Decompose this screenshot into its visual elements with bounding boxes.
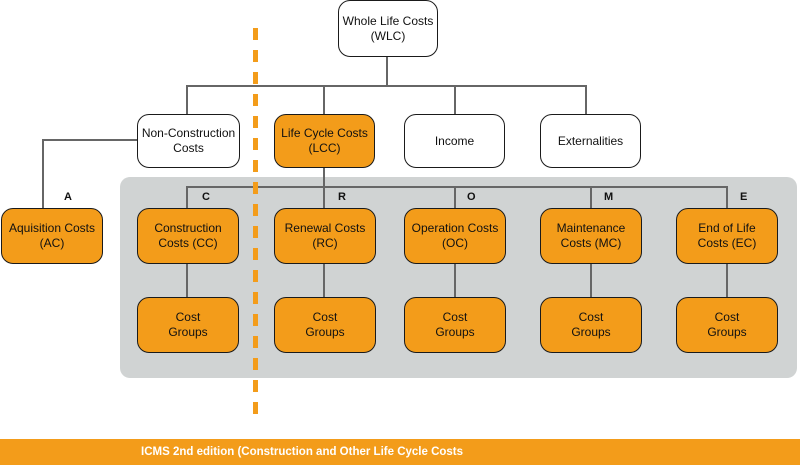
node-cost-groups: Cost Groups — [540, 297, 642, 353]
node-cost-groups: Cost Groups — [676, 297, 778, 353]
node-whole-life-costs: Whole Life Costs (WLC) — [338, 0, 438, 57]
node-end-of-life-costs: End of Life Costs (EC) — [676, 208, 778, 264]
node-construction-costs: Construction Costs (CC) — [137, 208, 239, 264]
connector — [323, 168, 325, 187]
node-income: Income — [404, 114, 505, 168]
connector — [726, 264, 728, 297]
connector — [42, 139, 44, 209]
node-externalities: Externalities — [540, 114, 641, 168]
connector — [590, 186, 592, 208]
label-m: M — [604, 191, 614, 203]
label-o: O — [467, 191, 476, 203]
connector — [186, 186, 727, 188]
label-r: R — [338, 191, 346, 203]
node-operation-costs: Operation Costs (OC) — [404, 208, 506, 264]
footer-caption: ICMS 2nd edition (Construction and Other… — [0, 439, 800, 465]
node-cost-groups: Cost Groups — [137, 297, 239, 353]
connector — [186, 85, 188, 116]
label-c: C — [202, 191, 210, 203]
node-maintenance-costs: Maintenance Costs (MC) — [540, 208, 642, 264]
connector — [386, 57, 388, 86]
node-cost-groups: Cost Groups — [404, 297, 506, 353]
node-cost-groups: Cost Groups — [274, 297, 376, 353]
connector — [590, 264, 592, 297]
label-a: A — [64, 191, 72, 203]
connector — [323, 264, 325, 297]
dashed-divider — [253, 28, 258, 420]
connector — [323, 85, 325, 116]
connector — [454, 85, 456, 116]
connector — [42, 139, 138, 141]
label-e: E — [740, 191, 748, 203]
connector — [323, 186, 325, 208]
node-acquisition-costs: Aquisition Costs (AC) — [1, 208, 103, 264]
node-renewal-costs: Renewal Costs (RC) — [274, 208, 376, 264]
connector — [454, 186, 456, 208]
connector — [186, 264, 188, 297]
connector — [585, 85, 587, 116]
connector — [726, 186, 728, 208]
node-life-cycle-costs: Life Cycle Costs (LCC) — [274, 114, 375, 168]
connector — [186, 186, 188, 208]
node-non-construction-costs: Non-Construction Costs — [137, 114, 240, 168]
connector — [186, 85, 586, 87]
connector — [454, 264, 456, 297]
